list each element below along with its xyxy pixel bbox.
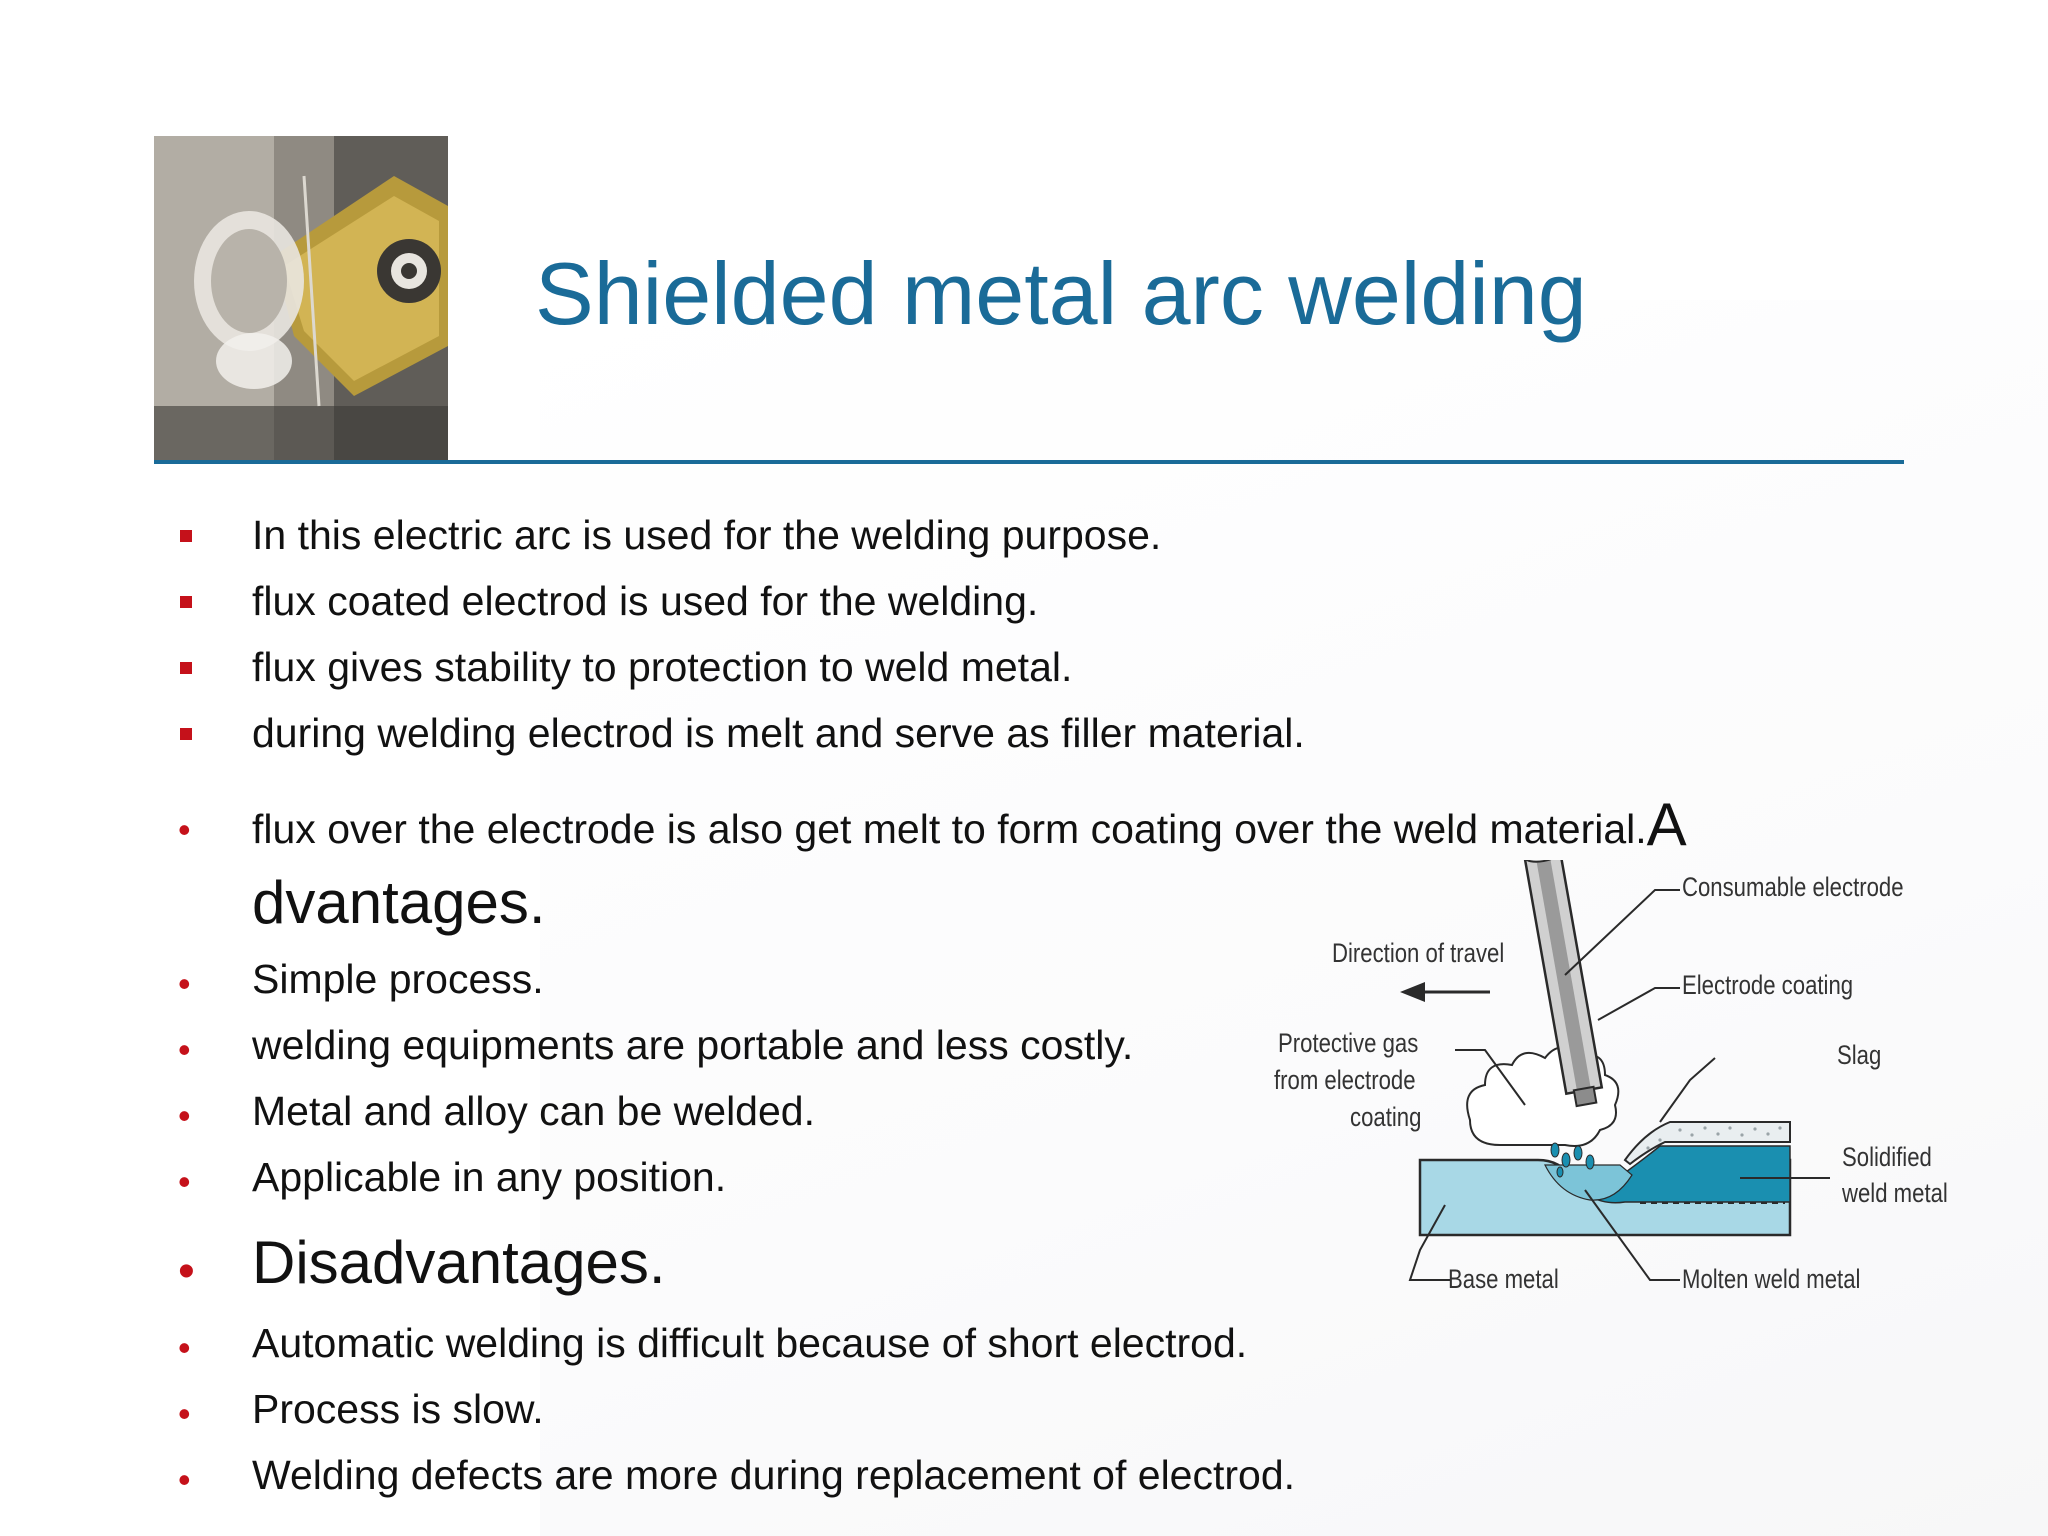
bullet-marker-dot: • <box>178 1327 191 1368</box>
disadvantage-item-2: Process is slow. <box>252 1386 544 1432</box>
advantages-heading-continuation: dvantages. <box>252 869 546 936</box>
bullet-marker-dot: • <box>178 963 191 1004</box>
intro-bullet-3: flux gives stability to protection to we… <box>252 644 1073 690</box>
label-protective-gas-1: Protective gas <box>1278 1028 1419 1058</box>
bullet-marker-dot: • <box>178 1095 191 1136</box>
label-solidified-1: Solidified <box>1842 1142 1932 1172</box>
smaw-diagram-graphic <box>1400 845 1830 1281</box>
bullet-marker-dot: • <box>178 1161 191 1202</box>
title-underline <box>154 460 1904 464</box>
smaw-diagram: Consumable electrode Direction of travel… <box>1260 845 1980 1320</box>
advantages-first-letter: A <box>1646 791 1687 858</box>
welding-photo <box>154 136 448 461</box>
advantage-item-2: welding equipments are portable and less… <box>252 1022 1134 1068</box>
label-protective-gas-3: coating <box>1350 1102 1422 1132</box>
label-consumable-electrode: Consumable electrode <box>1682 872 1904 902</box>
advantage-item-3: Metal and alloy can be welded. <box>252 1088 815 1134</box>
slide-title: Shielded metal arc welding <box>535 244 1587 343</box>
label-direction-of-travel: Direction of travel <box>1332 938 1505 968</box>
label-slag: Slag <box>1837 1040 1882 1070</box>
bullet-marker-dot: • <box>178 1393 191 1434</box>
bullet-marker-square <box>180 596 192 608</box>
intro-bullet-4: during welding electrod is melt and serv… <box>252 710 1305 756</box>
bullet-marker-square <box>180 530 192 542</box>
bullet-marker-square <box>180 662 192 674</box>
label-electrode-coating: Electrode coating <box>1682 970 1854 1000</box>
disadvantage-item-3: Welding defects are more during replacem… <box>252 1452 1296 1498</box>
intro-bullet-1: In this electric arc is used for the wel… <box>252 512 1162 558</box>
background-gradient <box>540 300 2048 1536</box>
advantage-item-4: Applicable in any position. <box>252 1154 727 1200</box>
disadvantage-item-1: Automatic welding is difficult because o… <box>252 1320 1248 1366</box>
disadvantages-heading: Disadvantages. <box>252 1229 666 1296</box>
label-base-metal: Base metal <box>1448 1264 1559 1294</box>
bullet-marker-dot: • <box>178 809 191 850</box>
intro-bullet-2: flux coated electrod is used for the wel… <box>252 578 1039 624</box>
flux-bullet: flux over the electrode is also get melt… <box>252 790 1687 859</box>
bullet-marker-square <box>180 728 192 740</box>
bullet-marker-dot: • <box>178 1029 191 1070</box>
bullet-marker-dot: • <box>178 1459 191 1500</box>
label-protective-gas-2: from electrode <box>1274 1065 1416 1095</box>
bullet-marker-dot: • <box>178 1245 195 1298</box>
advantage-item-1: Simple process. <box>252 956 544 1002</box>
label-solidified-2: weld metal <box>1842 1178 1948 1208</box>
label-molten-weld-metal: Molten weld metal <box>1682 1264 1861 1294</box>
flux-bullet-text: flux over the electrode is also get melt… <box>252 806 1647 852</box>
